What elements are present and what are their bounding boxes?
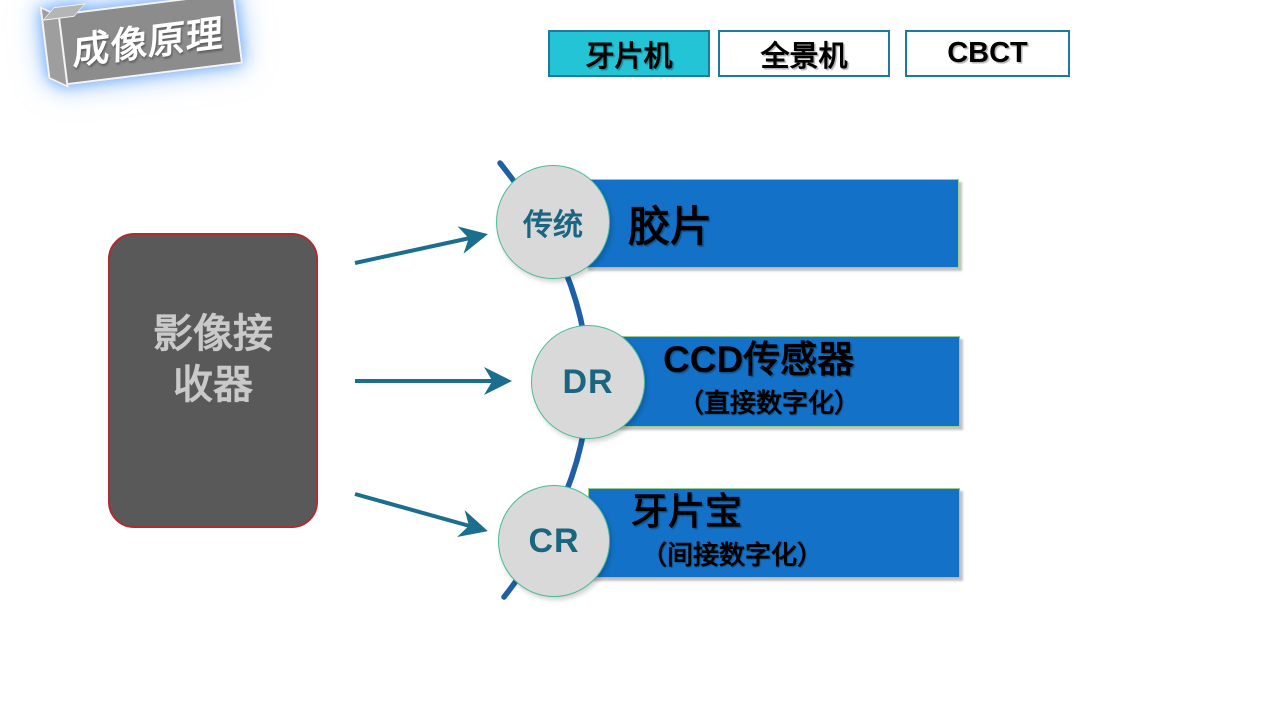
bar-yapianbao-subtitle: （间接数字化） (641, 540, 824, 571)
image-receiver-box: 影像接 收器 (108, 233, 318, 528)
arrow-to-traditional (354, 226, 488, 265)
bar-ccd-subtitle: （直接数字化） (678, 388, 861, 419)
arrow-to-cr (354, 492, 488, 538)
bar-ccd-title: CCD传感器 (663, 339, 855, 380)
node-traditional: 传统 (496, 165, 610, 279)
tab-intraoral-film-machine[interactable]: 牙片机 (548, 30, 710, 77)
image-receiver-label-line2: 收器 (173, 362, 253, 407)
tab-label: CBCT (947, 37, 1028, 69)
image-receiver-label-line1: 影像接 (153, 311, 273, 356)
bar-film: 胶片 (585, 179, 959, 268)
bar-ccd-sensor: CCD传感器 （直接数字化） (592, 336, 960, 427)
node-dr-label: DR (562, 362, 614, 401)
node-dr: DR (531, 325, 645, 439)
bar-film-title: 胶片 (628, 203, 713, 250)
node-cr-label: CR (528, 521, 580, 560)
bar-yapianbao-title: 牙片宝 (631, 491, 742, 532)
tab-cbct[interactable]: CBCT (905, 30, 1070, 77)
tab-label: 牙片机 (585, 40, 673, 73)
node-cr: CR (498, 485, 610, 597)
tab-panoramic-machine[interactable]: 全景机 (718, 30, 890, 77)
bar-yapianbao: 牙片宝 （间接数字化） (588, 488, 960, 578)
tab-label: 全景机 (760, 40, 848, 73)
node-traditional-label: 传统 (523, 209, 583, 242)
